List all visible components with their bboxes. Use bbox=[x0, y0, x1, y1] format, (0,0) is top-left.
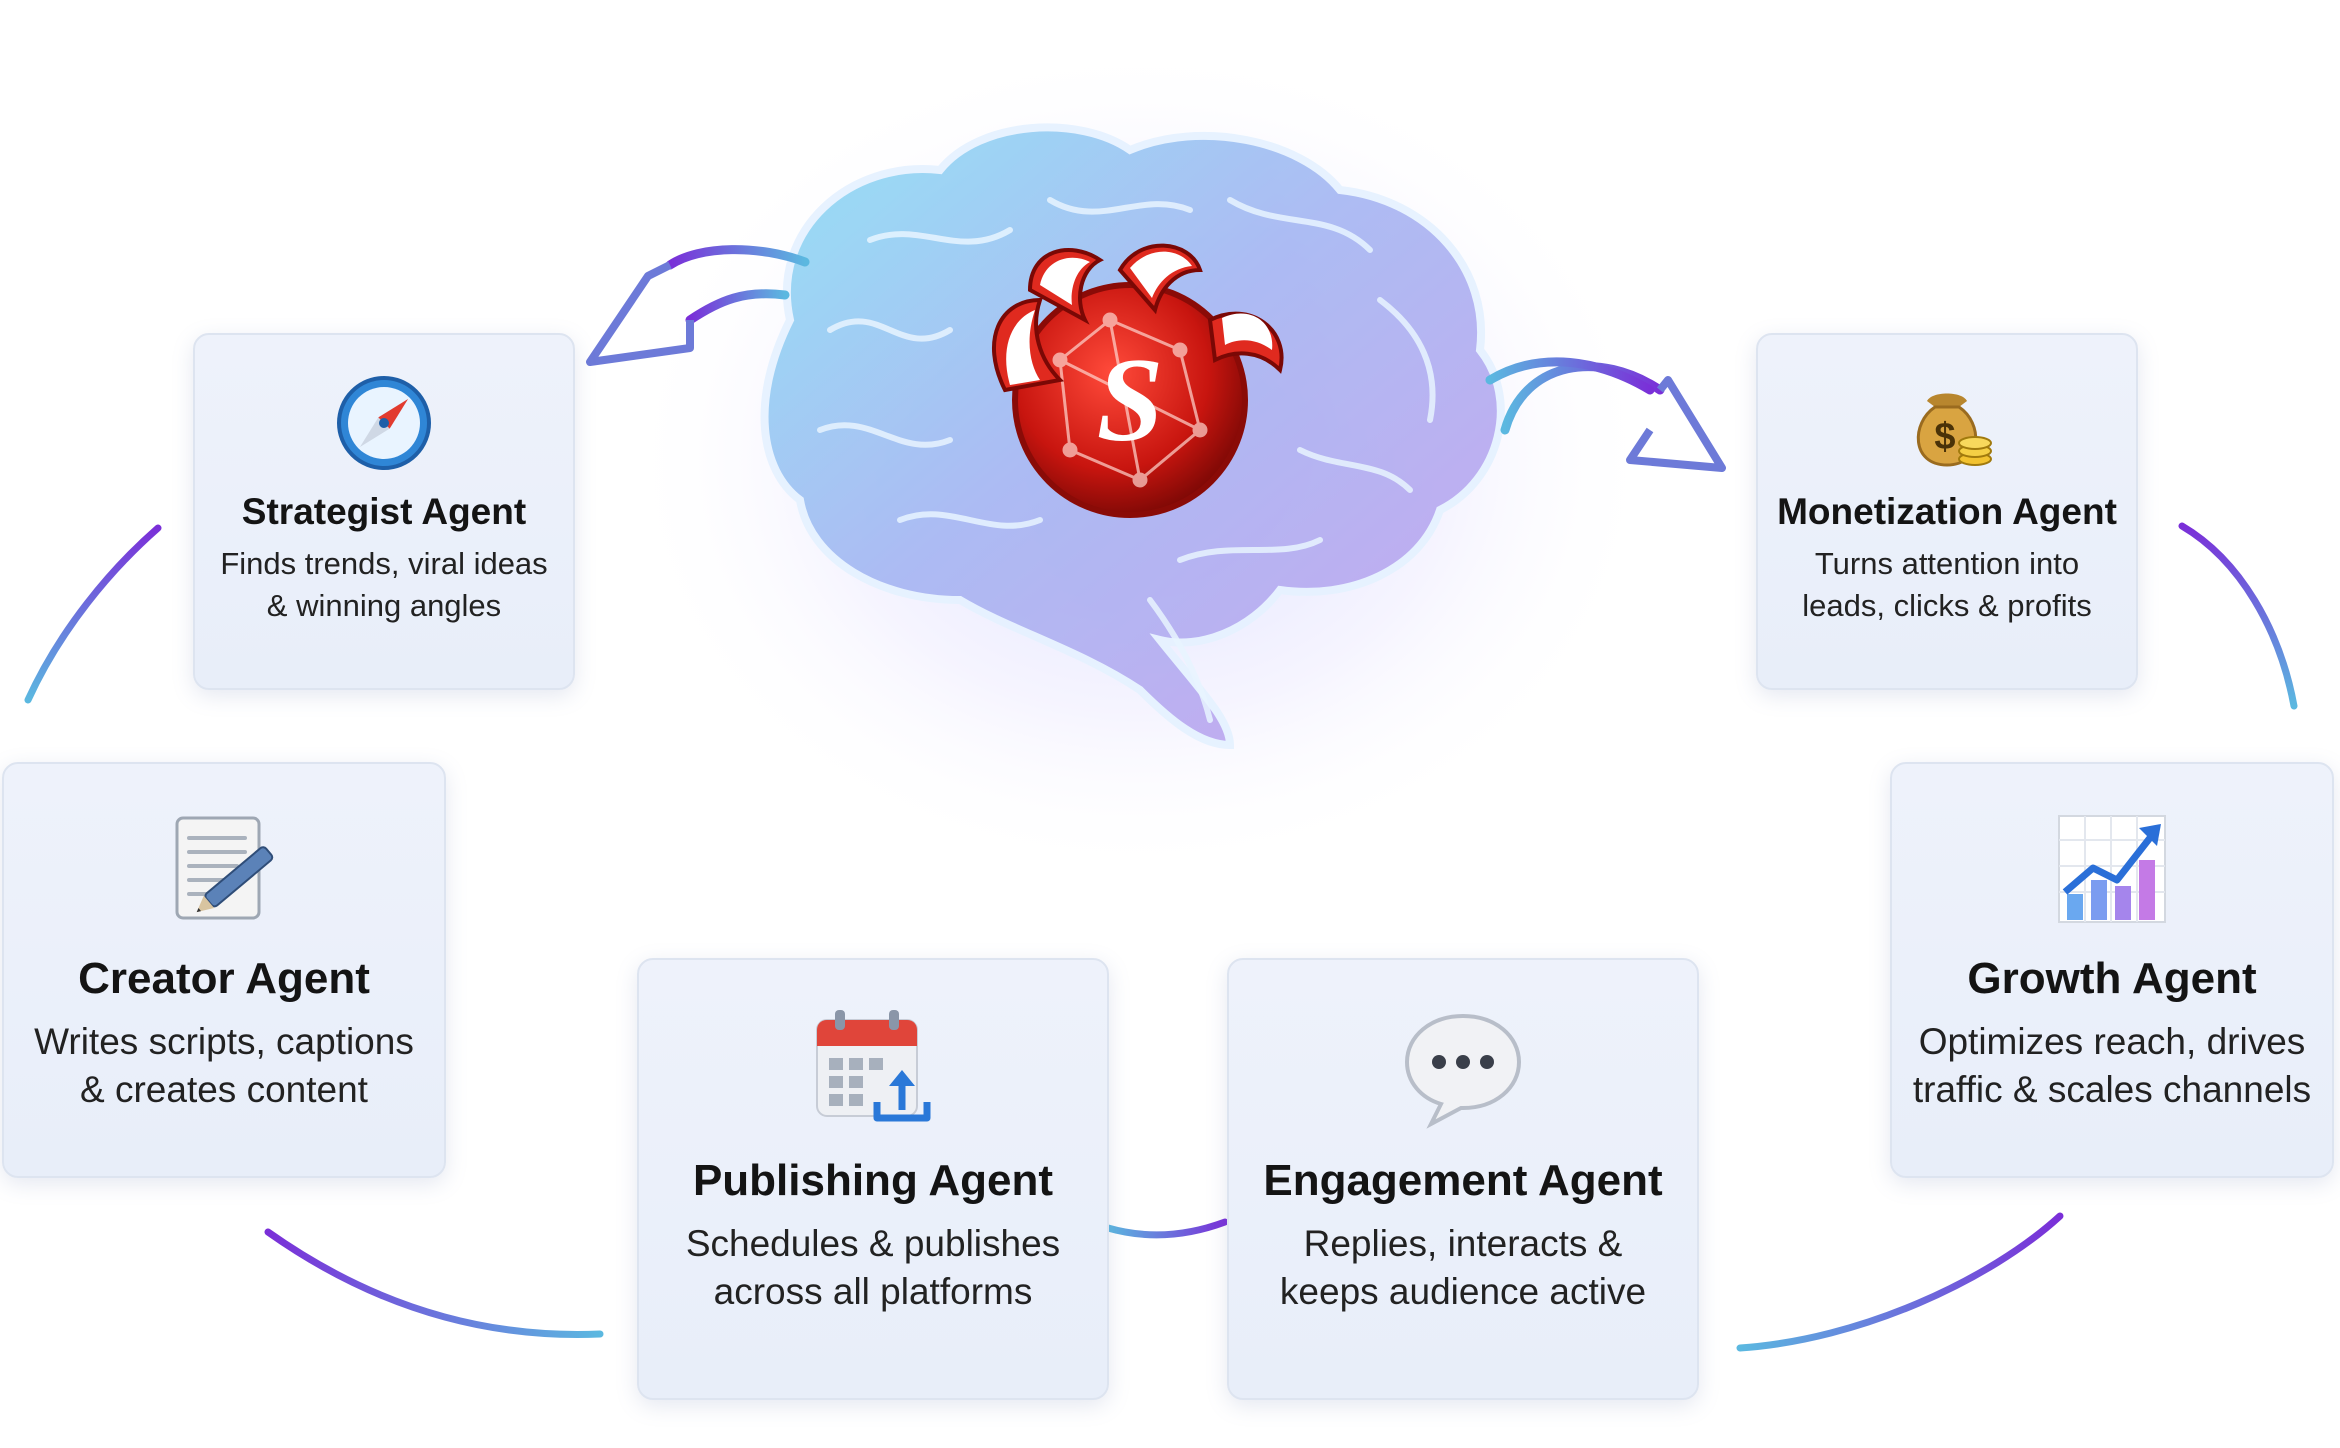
arrow-to-monetization bbox=[1485, 357, 1726, 472]
strategist-description: Finds trends, viral ideas & winning angl… bbox=[220, 546, 548, 623]
creator-description: Writes scripts, captions & creates conte… bbox=[34, 1021, 414, 1110]
logo-orb bbox=[1012, 282, 1248, 518]
monetization-card[interactable]: $ Monetization Agent Turns attention int… bbox=[1756, 333, 2138, 690]
connector-engagement-growth bbox=[1736, 1212, 2064, 1352]
connector-strategist-creator bbox=[24, 524, 162, 704]
monetization-title: Monetization Agent bbox=[1777, 491, 2117, 532]
memo-pencil-icon bbox=[175, 816, 274, 920]
svg-text:$: $ bbox=[1934, 416, 1955, 458]
engagement-card[interactable]: Engagement Agent Replies, interacts & ke… bbox=[1227, 958, 1699, 1400]
strategist-card[interactable]: Strategist Agent Finds trends, viral ide… bbox=[193, 333, 575, 690]
money-bag-icon: $ bbox=[1916, 393, 1992, 467]
publishing-description: Schedules & publishes across all platfor… bbox=[685, 1223, 1061, 1312]
growth-title: Growth Agent bbox=[1967, 954, 2257, 1003]
compass-icon bbox=[337, 376, 431, 470]
growth-chart-icon bbox=[2058, 815, 2166, 923]
calendar-upload-icon bbox=[816, 1010, 931, 1122]
publishing-card[interactable]: Publishing Agent Schedules & publishes a… bbox=[637, 958, 1109, 1400]
creator-card[interactable]: Creator Agent Writes scripts, captions &… bbox=[2, 762, 446, 1178]
speech-bubble-icon bbox=[1404, 1013, 1522, 1129]
connector-creator-publishing bbox=[264, 1228, 604, 1338]
growth-description: Optimizes reach, drives traffic & scales… bbox=[1912, 1021, 2312, 1110]
arrow-to-strategist bbox=[586, 245, 810, 366]
monetization-description: Turns attention into leads, clicks & pro… bbox=[1802, 546, 2092, 623]
connector-growth-monetization bbox=[2178, 522, 2298, 710]
strategist-title: Strategist Agent bbox=[241, 491, 527, 532]
engagement-title: Engagement Agent bbox=[1263, 1156, 1663, 1205]
connector-publishing-engagement bbox=[1104, 1218, 1229, 1239]
growth-card[interactable]: Growth Agent Optimizes reach, drives tra… bbox=[1890, 762, 2334, 1178]
logo-letter: S bbox=[1097, 333, 1164, 466]
publishing-title: Publishing Agent bbox=[692, 1156, 1054, 1205]
brain-icon: S bbox=[760, 123, 1505, 750]
creator-title: Creator Agent bbox=[78, 954, 370, 1003]
engagement-description: Replies, interacts & keeps audience acti… bbox=[1279, 1223, 1647, 1312]
